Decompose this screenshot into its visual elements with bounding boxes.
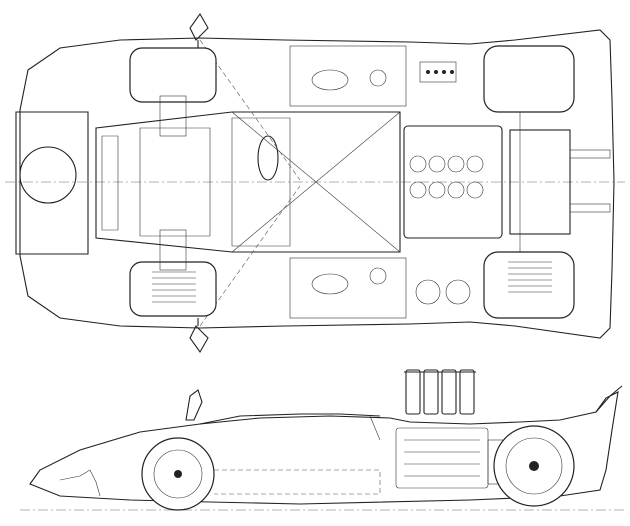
plan-left-mirror xyxy=(189,12,209,41)
plan-steering-wheel xyxy=(257,135,279,181)
side-rear-rim xyxy=(505,437,563,495)
plan-left-pod xyxy=(289,45,407,107)
side-mirror xyxy=(185,389,203,421)
side-rear-wing xyxy=(595,385,623,413)
plan-tube xyxy=(199,39,301,181)
plan-view xyxy=(5,12,625,354)
plan-front-bulkhead xyxy=(139,127,211,237)
plan-front-left-hub xyxy=(159,95,187,137)
side-windscreen xyxy=(199,413,381,425)
plan-front-right-tyre xyxy=(129,261,217,317)
plan-rear-right-tyre xyxy=(483,251,575,319)
side-engine-detail xyxy=(404,439,480,477)
side-engine-block xyxy=(395,427,489,489)
side-roll-hoop xyxy=(369,415,381,441)
plan-gearbox xyxy=(509,129,571,235)
plan-nose-vent xyxy=(19,146,77,204)
plan-left-tank xyxy=(311,69,349,91)
plan-right-tank xyxy=(311,273,349,295)
plan-tube xyxy=(231,111,401,253)
plan-front-left-tyre xyxy=(129,47,217,103)
plan-oil-cooler xyxy=(419,61,457,83)
plan-seat xyxy=(231,117,291,247)
side-pod-line xyxy=(214,469,381,495)
plan-radiator xyxy=(101,135,119,231)
plan-right-mirror xyxy=(189,325,209,354)
plan-nose xyxy=(15,111,89,255)
side-front-hub xyxy=(174,470,182,478)
plan-rear-right-brake xyxy=(508,261,552,293)
side-rear-hub xyxy=(529,461,539,471)
plan-exhaust-1 xyxy=(569,149,611,159)
plan-exhaust-2 xyxy=(569,203,611,213)
plan-right-filler xyxy=(369,267,387,285)
plan-cooler-vents xyxy=(426,70,454,74)
plan-right-cooler-2 xyxy=(445,279,471,305)
plan-right-pod xyxy=(289,257,407,319)
plan-front-right-hub xyxy=(159,229,187,271)
plan-right-cooler-1 xyxy=(415,279,441,305)
side-nose-vent xyxy=(59,469,101,497)
side-intake-stacks xyxy=(404,369,476,415)
plan-left-filler xyxy=(369,69,387,87)
plan-front-right-brake xyxy=(152,271,196,303)
side-view xyxy=(20,369,625,511)
side-front-rim xyxy=(153,449,203,499)
plan-rear-left-tyre xyxy=(483,45,575,113)
plan-engine-block xyxy=(403,125,503,239)
plan-tube xyxy=(199,185,301,327)
plan-body-outline xyxy=(19,29,615,339)
plan-intake-trumpets xyxy=(409,155,484,199)
